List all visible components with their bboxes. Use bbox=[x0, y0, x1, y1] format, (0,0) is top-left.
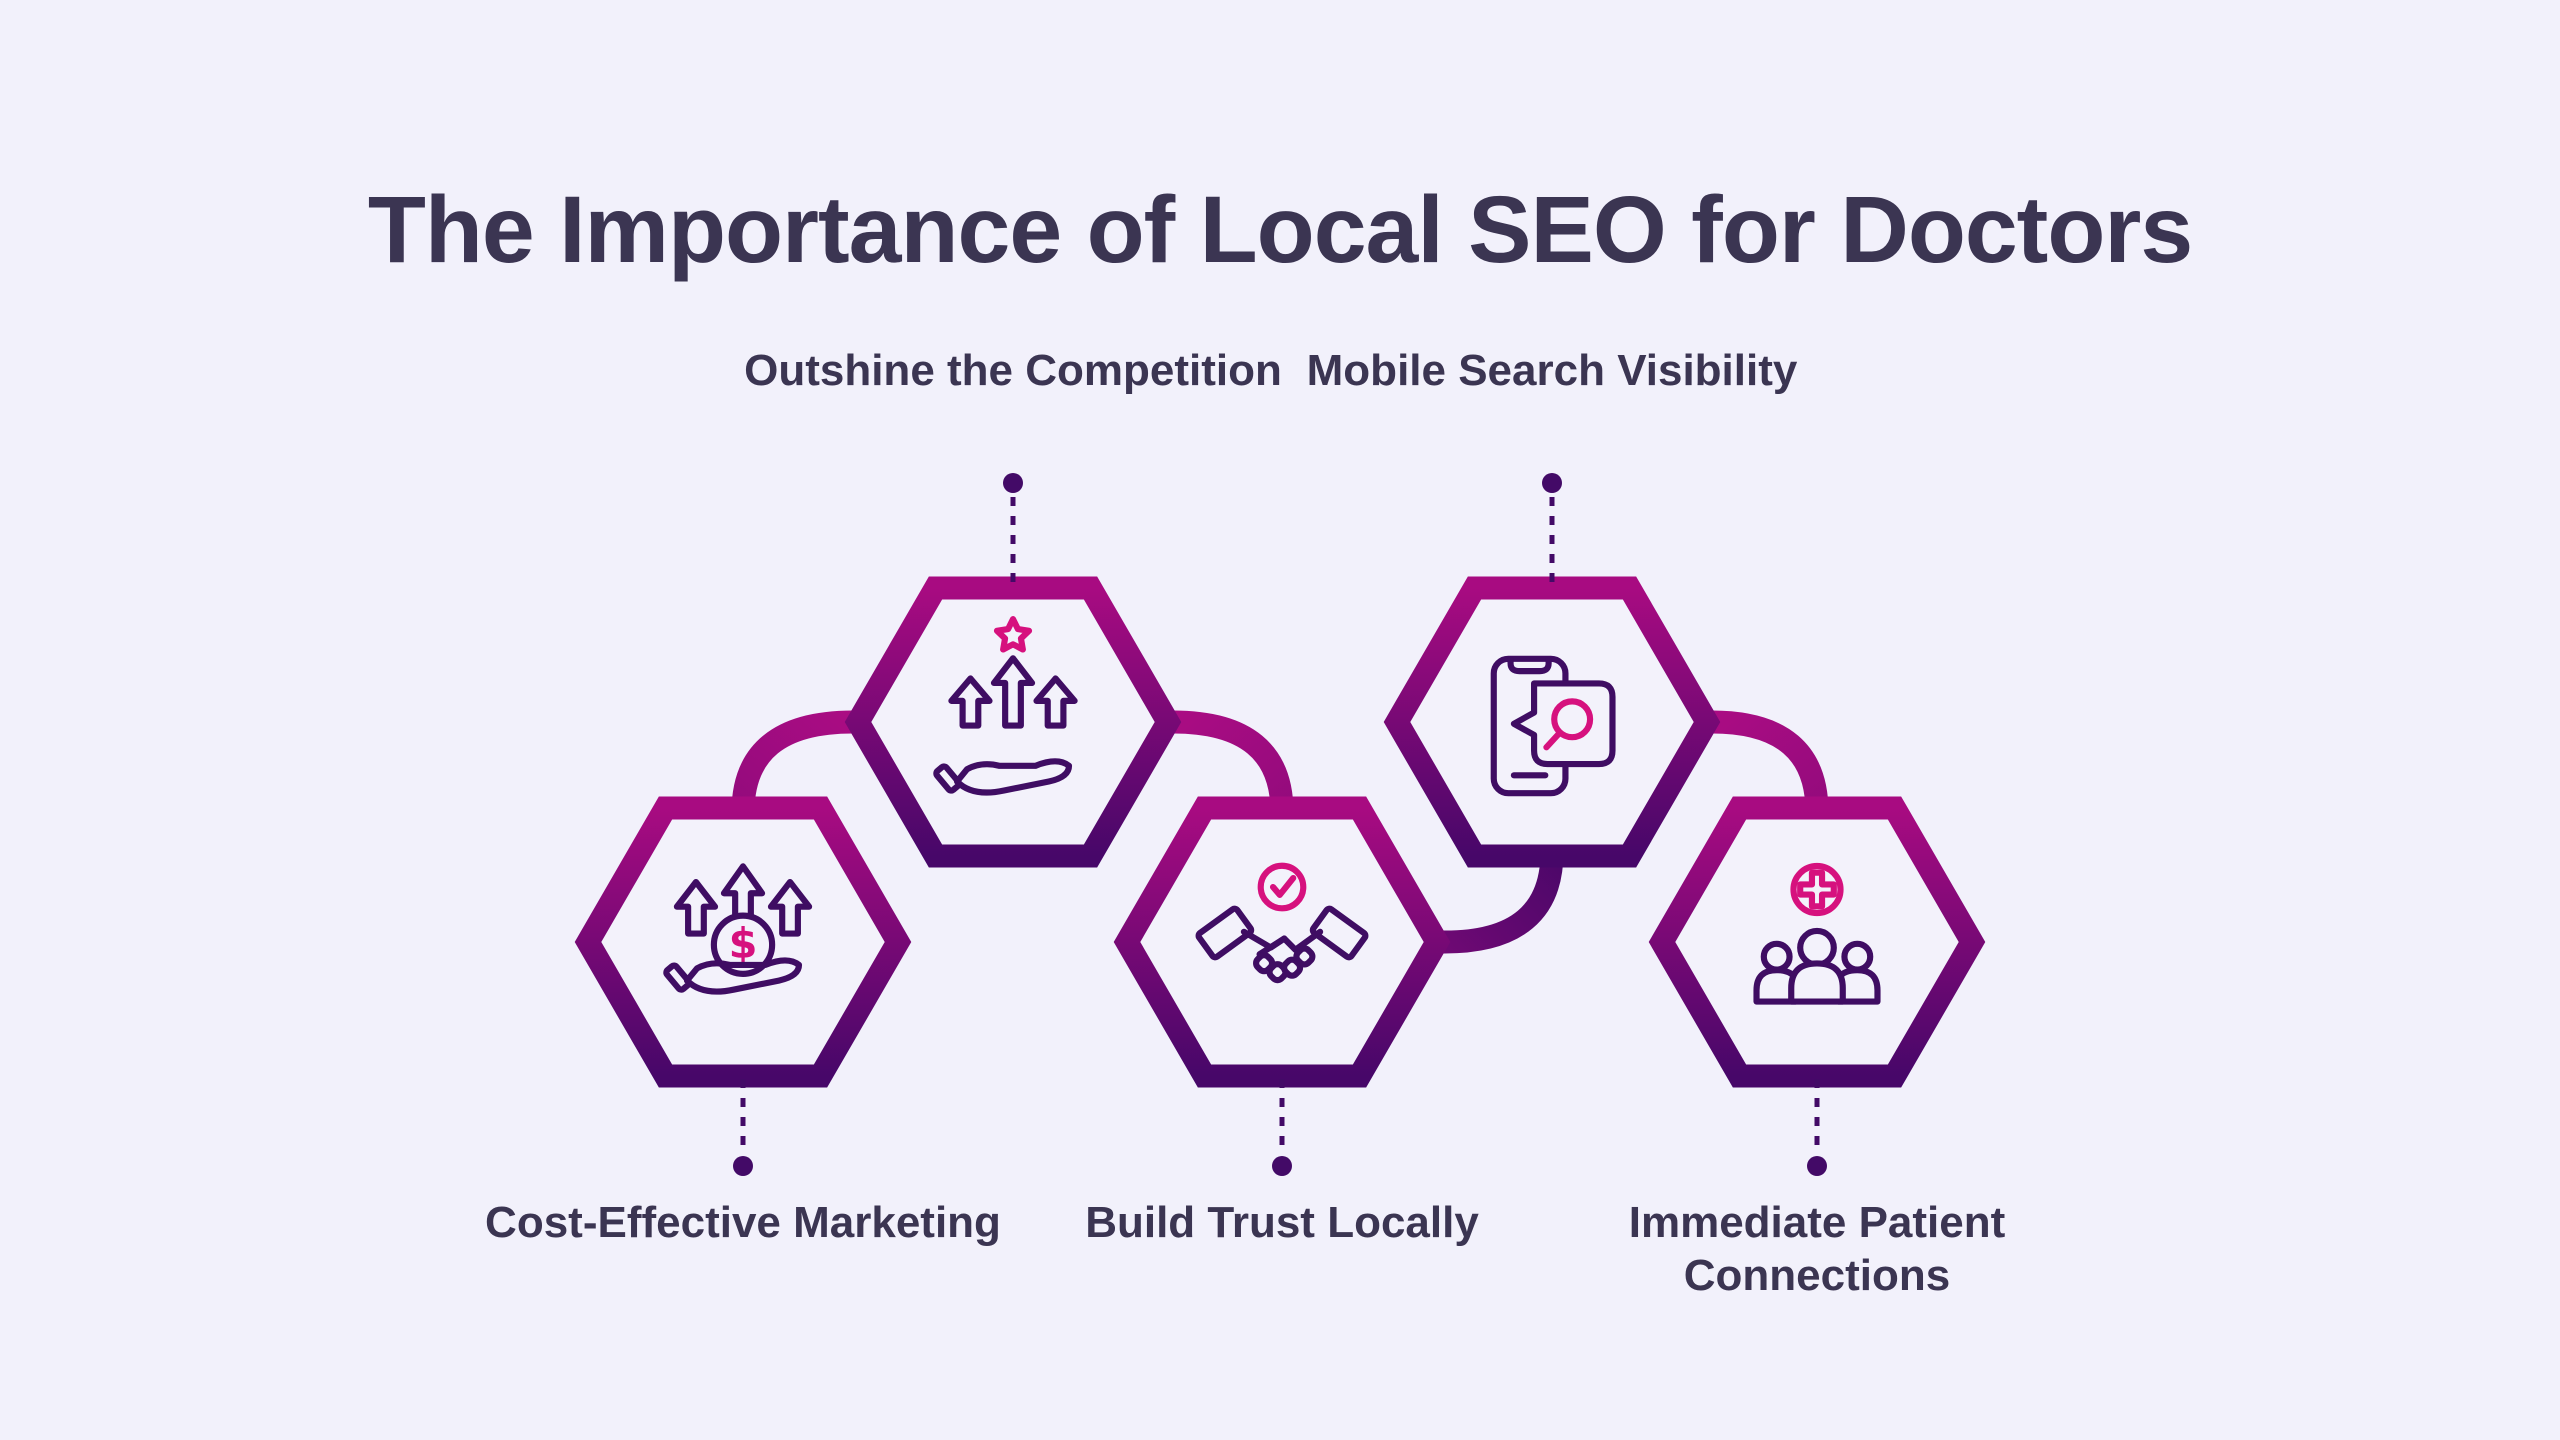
patient-group-icon bbox=[1753, 862, 1881, 1005]
hexagon-border bbox=[844, 576, 1182, 868]
money-growth-hand-icon: $ bbox=[663, 863, 813, 995]
label-mobile-search-visibility: Mobile Search Visibility bbox=[1306, 346, 1798, 395]
hexagon-build-trust-locally bbox=[1113, 796, 1451, 1176]
connector-dot-2 bbox=[1003, 473, 1023, 493]
page-title: The Importance of Local SEO for Doctors bbox=[367, 176, 2193, 283]
hexagon-cost-effective-marketing: $ bbox=[574, 796, 912, 1176]
label-build-trust-locally: Build Trust Locally bbox=[1085, 1198, 1479, 1247]
dollar-glyph: $ bbox=[729, 920, 758, 968]
connector-dot-5 bbox=[1807, 1156, 1827, 1176]
hexagon-outshine-the-competition bbox=[844, 473, 1182, 868]
label-cost-effective-marketing: Cost-Effective Marketing bbox=[485, 1198, 1001, 1247]
growth-arrows-star-icon bbox=[933, 616, 1078, 796]
hexagon-immediate-patient-connections bbox=[1648, 796, 1986, 1176]
connector-dot-1 bbox=[733, 1156, 753, 1176]
hexagon-mobile-search-visibility bbox=[1383, 473, 1721, 868]
phone-search-icon bbox=[1490, 655, 1616, 797]
connector-dot-3 bbox=[1272, 1156, 1292, 1176]
label-outshine-the-competition: Outshine the Competition bbox=[744, 346, 1282, 395]
handshake-check-icon bbox=[1195, 862, 1369, 984]
connector-dot-4 bbox=[1542, 473, 1562, 493]
label-immediate-patient-connections: Immediate Patient Connections bbox=[1628, 1198, 2006, 1300]
